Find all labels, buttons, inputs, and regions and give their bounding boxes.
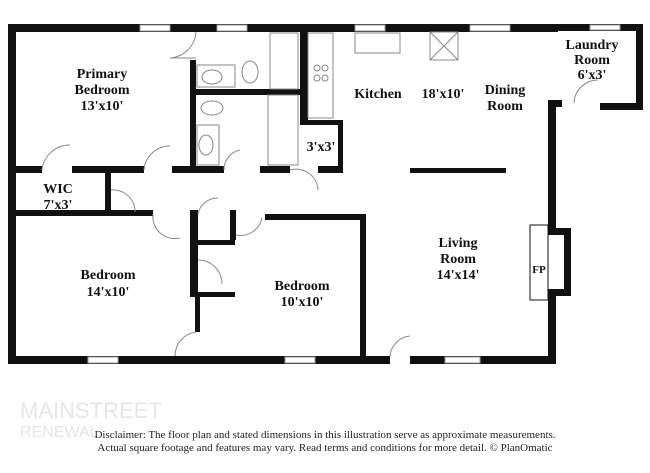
kitchen-dims: 18'x10'	[422, 87, 465, 102]
bedroom2-name: Bedroom	[275, 279, 330, 294]
kitchen-name: Kitchen	[354, 87, 402, 102]
disclaimer-line2: Actual square footage and features may v…	[97, 442, 553, 454]
laundry-name-2: Room	[574, 53, 610, 68]
bedroom1-name: Bedroom	[81, 268, 136, 283]
living-name-2: Room	[440, 252, 476, 267]
watermark-logo: MAINSTREET RENEWAL	[20, 398, 162, 442]
windows	[87, 24, 621, 364]
disclaimer: Disclaimer: The floor plan and stated di…	[0, 429, 650, 455]
primary-bedroom-name: Primary	[77, 67, 128, 82]
wic-dims: 7'x3'	[44, 198, 73, 213]
living-dims: 14'x14'	[437, 268, 480, 283]
bedroom1-dims: 14'x10'	[87, 285, 130, 300]
laundry-dims: 6'x3'	[578, 68, 607, 83]
dining-name: Dining	[485, 83, 525, 98]
doors	[41, 31, 599, 357]
fireplace-label: FP	[532, 264, 546, 276]
primary-bedroom-name-2: Bedroom	[75, 83, 130, 98]
fixtures	[196, 31, 459, 166]
dining-name-2: Room	[487, 99, 523, 114]
watermark-line2: RENEWAL	[20, 424, 99, 441]
watermark-line1: MAINSTREET	[20, 398, 162, 423]
laundry-name: Laundry	[566, 38, 619, 53]
disclaimer-line1: Disclaimer: The floor plan and stated di…	[94, 429, 556, 441]
primary-bedroom-dims: 13'x10'	[81, 99, 124, 114]
wic-name: WIC	[43, 182, 73, 197]
closet-dims: 3'x3'	[307, 140, 336, 155]
bedroom2-dims: 10'x10'	[281, 295, 324, 310]
living-name: Living	[439, 236, 478, 251]
